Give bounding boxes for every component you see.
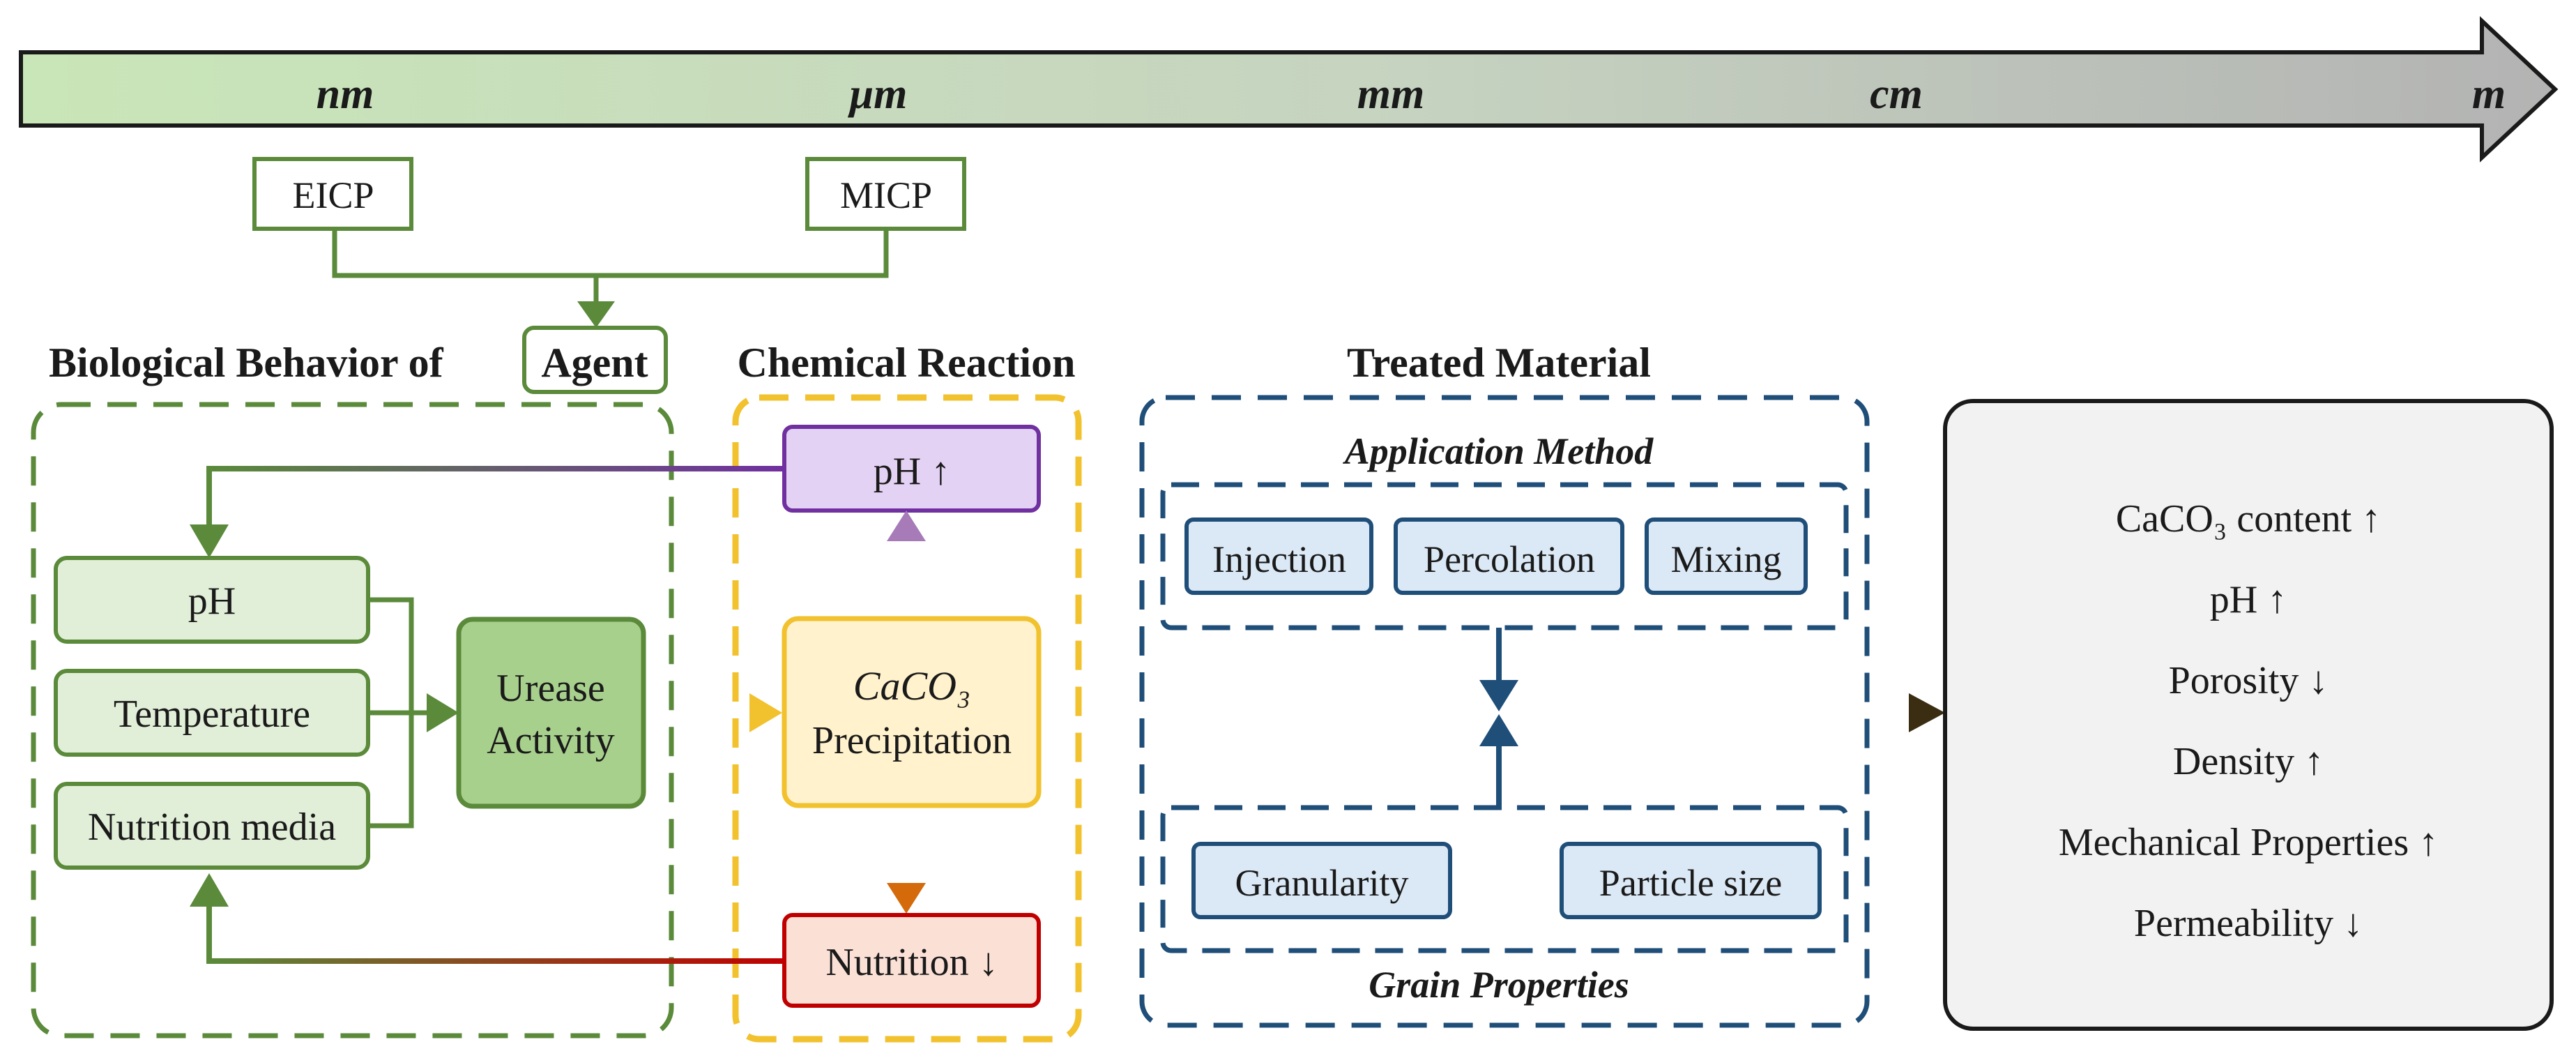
outcome-mechanical-properties: Mechanical Properties ↑ xyxy=(2059,821,2438,864)
biological-group xyxy=(31,402,674,1038)
grain-granularity-label: Granularity xyxy=(1235,862,1409,904)
treated-group xyxy=(1139,395,1870,1028)
application-method-group xyxy=(1160,482,1849,630)
grain-granularity-box xyxy=(1191,842,1452,919)
micp-label: MICP xyxy=(840,174,932,216)
scale-tick-cm: cm xyxy=(1870,70,1923,118)
method-mixing-label: Mixing xyxy=(1670,538,1781,580)
outcome-caco3-content: CaCO₃ content ↑ xyxy=(2116,497,2381,541)
caco3-formula-label: CaCO₃ xyxy=(853,663,970,709)
chemical-group xyxy=(732,394,1082,1043)
outcome-ph: pH ↑ xyxy=(2210,578,2287,621)
title-treated: Treated Material xyxy=(1347,340,1651,386)
scale-tick-m: m xyxy=(2472,70,2506,118)
factor-nutrition-label: Nutrition media xyxy=(88,806,336,849)
factor-ph-label: pH xyxy=(188,580,236,623)
caco3-to-nutrition-arrowhead xyxy=(887,883,926,914)
urease-to-caco3-arrowhead xyxy=(749,693,782,732)
outcomes-box xyxy=(1943,399,2554,1031)
nutrition-down-label: Nutrition ↓ xyxy=(825,941,998,984)
caco3-to-ph-arrowhead xyxy=(887,511,926,541)
urease-label-line1: Urease xyxy=(496,667,604,710)
method-connector xyxy=(332,229,889,278)
method-injection-label: Injection xyxy=(1212,538,1346,580)
factor-temperature-label: Temperature xyxy=(114,693,310,736)
scale-tick-um: μm xyxy=(848,70,908,118)
outcome-permeability: Permeability ↓ xyxy=(2134,902,2363,945)
scale-tick-mm: mm xyxy=(1357,70,1424,118)
precipitation-label: Precipitation xyxy=(812,719,1012,762)
grain-particle-size-label: Particle size xyxy=(1599,862,1782,904)
urease-activity-node xyxy=(456,617,646,809)
outcomes-panel: CaCO₃ content ↑ pH ↑ Porosity ↓ Density … xyxy=(1943,399,2554,1031)
outcome-density: Density ↑ xyxy=(2173,740,2324,783)
scale-arrow: nm μm mm cm m xyxy=(19,16,2559,163)
agent-highlight-box xyxy=(522,326,668,394)
grain-properties-group xyxy=(1160,805,1849,953)
ph-feedback-arrowhead xyxy=(190,524,229,558)
grain-properties-title: Grain Properties xyxy=(1369,964,1629,1006)
scale-tick-nm: nm xyxy=(317,70,374,118)
application-arrowhead xyxy=(1479,680,1518,711)
title-chemical: Chemical Reaction xyxy=(738,340,1076,386)
nutrition-feedback-arrowhead xyxy=(190,873,229,907)
nutrition-down-node xyxy=(782,913,1041,1008)
biological-factors: pH Temperature Nutrition media Urease Ac… xyxy=(54,556,646,870)
nutrition-feedback-line xyxy=(206,900,784,964)
ph-feedback-line xyxy=(206,466,784,511)
method-percolation-label: Percolation xyxy=(1424,538,1595,580)
eicp-label: EICP xyxy=(292,174,374,216)
method-arrowhead xyxy=(577,301,615,328)
method-boxes: EICP MICP xyxy=(252,157,966,328)
grain-particle-size-box xyxy=(1560,842,1822,919)
treated-material: Application Method Injection Percolation… xyxy=(1160,430,1849,1006)
factor-to-urease-arrowhead xyxy=(427,693,459,732)
chemical-nodes: pH ↑ CaCO₃ Precipitation Nutrition ↓ xyxy=(782,425,1042,1008)
caco3-precipitation-node xyxy=(782,616,1042,808)
ph-up-node xyxy=(782,425,1041,513)
main-output-arrowhead xyxy=(1909,693,1945,732)
urease-label-line2: Activity xyxy=(487,719,615,762)
outcome-porosity: Porosity ↓ xyxy=(2169,659,2329,702)
title-agent: Agent xyxy=(541,340,648,386)
application-method-title: Application Method xyxy=(1343,430,1654,472)
method-injection-box xyxy=(1184,517,1373,595)
title-biological: Biological Behavior of xyxy=(49,340,444,386)
method-mixing-box xyxy=(1645,517,1808,595)
grain-arrowhead xyxy=(1479,714,1518,746)
method-percolation-box xyxy=(1394,517,1624,595)
ph-up-label: pH ↑ xyxy=(874,450,950,493)
